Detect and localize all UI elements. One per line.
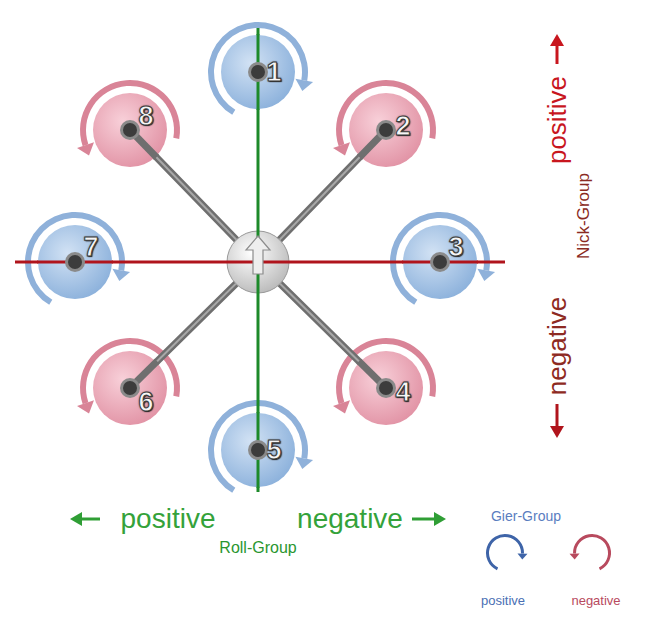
motor-ring xyxy=(376,120,396,140)
direction-label: negative xyxy=(297,505,403,533)
arrow-head xyxy=(295,79,313,91)
arrow-head xyxy=(112,269,130,281)
motor-ring xyxy=(248,62,268,82)
rotor-circle xyxy=(221,35,295,109)
group-label: Nick-Group xyxy=(575,173,592,259)
rotor-circle xyxy=(93,351,167,425)
rotor-shape xyxy=(220,412,296,488)
arrow-head xyxy=(550,34,564,46)
legend-text: negative xyxy=(571,594,620,607)
rotation-arc xyxy=(25,212,125,305)
direction-label: negative xyxy=(544,297,570,395)
rotor-circle xyxy=(403,225,477,299)
rotor-number: 8 xyxy=(138,103,153,130)
rotor-number: 1 xyxy=(266,59,281,86)
arrow-head xyxy=(550,426,564,438)
rotor-circle xyxy=(38,225,112,299)
rotor-number: 3 xyxy=(448,234,463,261)
rotor-shape xyxy=(220,34,296,110)
arrow-head xyxy=(295,457,313,469)
arrow-head xyxy=(77,142,94,155)
legend-sample-positive xyxy=(486,534,527,570)
motor-hub xyxy=(379,381,393,395)
rotor-number: 7 xyxy=(83,234,98,261)
rotor-disc: 1 xyxy=(220,34,296,110)
rotation-arrow xyxy=(25,212,130,305)
direction-label: positive xyxy=(121,505,216,533)
rotor-disc: 5 xyxy=(220,412,296,488)
arrow-head xyxy=(333,400,350,413)
direction-label: positive xyxy=(544,76,570,164)
rotor-shape xyxy=(348,350,424,426)
legend-arc xyxy=(573,534,611,570)
motor-hub xyxy=(123,123,137,137)
rotation-arrow xyxy=(208,22,313,115)
arrow-head xyxy=(570,553,580,559)
rotor-shape xyxy=(37,224,113,300)
arrow-head xyxy=(333,142,350,155)
rotor-circle xyxy=(221,413,295,487)
legend-text: positive xyxy=(481,594,525,607)
motor-ring xyxy=(430,252,450,272)
motor-ring xyxy=(120,120,140,140)
arrow-head xyxy=(77,400,94,413)
rotor-shape xyxy=(402,224,478,300)
rotation-arrow xyxy=(390,212,495,305)
rotor-disc: 7 xyxy=(37,224,113,300)
rotor-shape xyxy=(92,92,168,168)
rotor-disc: 6 xyxy=(92,350,168,426)
motor-ring xyxy=(65,252,85,272)
rotor-disc: 2 xyxy=(348,92,424,168)
rotor-number: 4 xyxy=(395,379,410,406)
legend-sample-negative xyxy=(570,534,611,570)
group-label: Roll-Group xyxy=(219,540,296,556)
motor-hub xyxy=(379,123,393,137)
rotor-shape xyxy=(92,350,168,426)
motor-hub xyxy=(433,255,447,269)
rotation-arrow xyxy=(208,400,313,493)
rotor-circle xyxy=(349,93,423,167)
rotor-number: 5 xyxy=(266,437,281,464)
rotation-arc xyxy=(390,212,490,305)
rotation-arc xyxy=(208,400,308,493)
rotor-circle xyxy=(349,351,423,425)
rotation-arc xyxy=(208,22,308,115)
motor-ring xyxy=(376,378,396,398)
motor-ring xyxy=(248,440,268,460)
arrow-head xyxy=(70,512,82,526)
rotor-circle xyxy=(93,93,167,167)
motor-hub xyxy=(251,443,265,457)
rotor-number: 6 xyxy=(138,389,153,416)
heading-arrow xyxy=(246,236,270,274)
arrow-head xyxy=(477,269,495,281)
motor-ring xyxy=(120,378,140,398)
arrow-head xyxy=(434,512,446,526)
legend-arc xyxy=(486,534,524,570)
motor-hub xyxy=(251,65,265,79)
motor-hub xyxy=(123,381,137,395)
motor-hub xyxy=(68,255,82,269)
rotor-shape xyxy=(348,92,424,168)
rotor-disc: 3 xyxy=(402,224,478,300)
rotor-number: 2 xyxy=(395,113,410,140)
rotor-disc: 8 xyxy=(92,92,168,168)
arrow-head xyxy=(518,553,528,559)
legend-title: Gier-Group xyxy=(491,509,561,523)
rotor-disc: 4 xyxy=(348,350,424,426)
